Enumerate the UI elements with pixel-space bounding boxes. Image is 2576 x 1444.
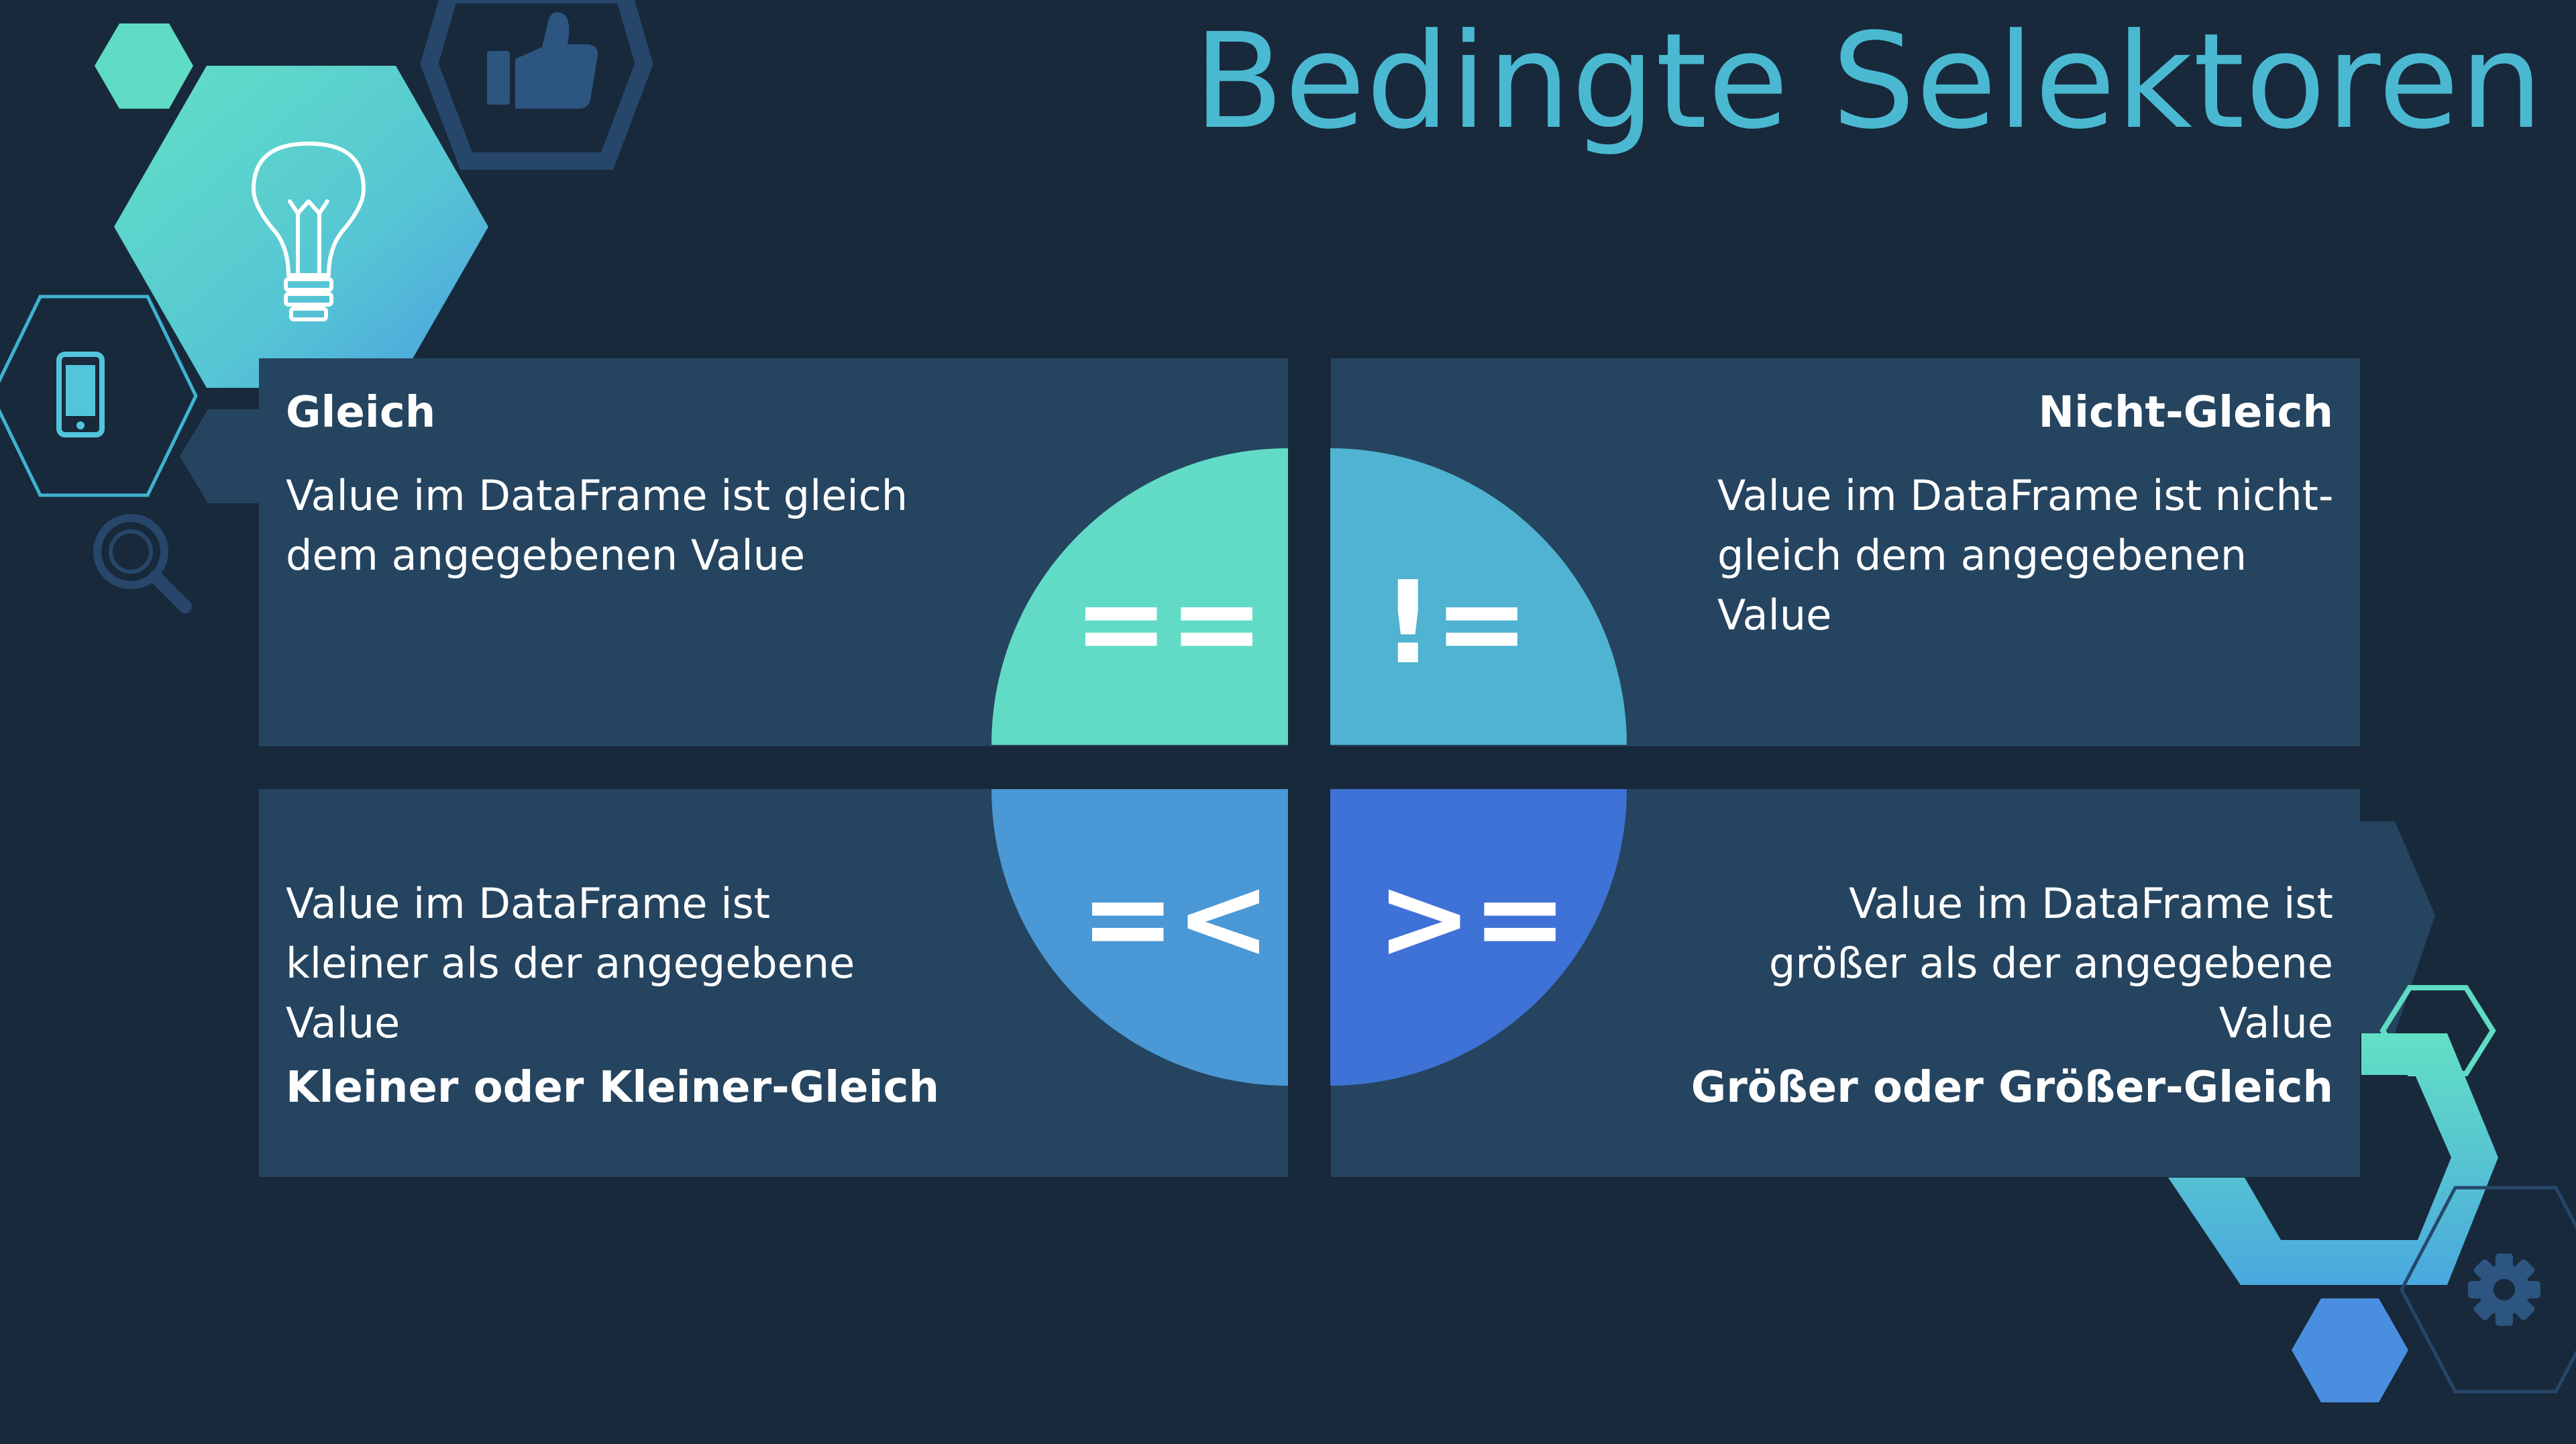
- lightbulb-icon: [252, 142, 366, 321]
- operator-not-equal: !=: [1382, 557, 1529, 690]
- operator-circle: [991, 448, 1627, 1086]
- quadrant-not-equal: [1330, 448, 1627, 745]
- card-heading: Gleich: [286, 388, 436, 437]
- card-description: Value im DataFrame ist gleich dem angege…: [286, 471, 908, 580]
- card-description: Value im DataFrame ist kleiner als der a…: [286, 879, 855, 1047]
- gradient-hexagon-ring: [2168, 1033, 2498, 1285]
- quadrant-less-equal: [991, 789, 1288, 1086]
- card-heading: Nicht-Gleich: [2038, 388, 2333, 437]
- outline-hexagon-large: [2400, 1186, 2576, 1394]
- magnifier-icon: [93, 514, 192, 613]
- smartphone-icon: [56, 352, 105, 437]
- outline-hexagon-small: [2379, 985, 2496, 1076]
- lightbulb-hexagon: [114, 66, 488, 388]
- operator-greater-equal: >=: [1377, 852, 1568, 985]
- blue-hexagon-small: [2292, 1298, 2408, 1402]
- card-heading: Kleiner oder Kleiner-Gleich: [286, 1063, 939, 1113]
- phone-hexagon: [0, 295, 198, 497]
- operator-less-equal: =<: [1080, 852, 1271, 985]
- quadrant-greater-equal: [1330, 789, 1627, 1086]
- operator-equal: ==: [1073, 557, 1265, 690]
- gear-icon: [2468, 1253, 2540, 1326]
- hexagon-outline: [420, 0, 653, 170]
- right-arrow-tab: [2355, 821, 2435, 1033]
- left-arrow-tab: [180, 409, 262, 503]
- card-description: Value im DataFrame ist nicht- gleich dem…: [1717, 471, 2334, 639]
- card-description: Value im DataFrame ist größer als der an…: [1769, 879, 2333, 1047]
- card-heading: Größer oder Größer-Gleich: [1690, 1063, 2333, 1113]
- small-hexagon: [95, 23, 193, 109]
- quadrant-equal: [991, 448, 1288, 745]
- page-title: Bedingte Selektoren: [1193, 5, 2544, 158]
- thumbs-up-icon: [487, 12, 598, 109]
